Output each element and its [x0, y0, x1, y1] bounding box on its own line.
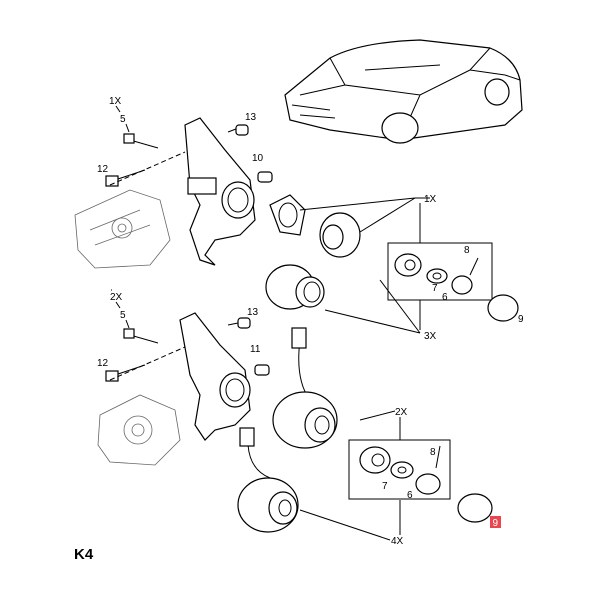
- label-bottom-bolt: 5: [120, 310, 126, 321]
- top-wheel-hub: [265, 264, 325, 310]
- diagram-code: K4: [74, 546, 94, 563]
- top-cap-9: [487, 294, 519, 322]
- top-bushing-13: [235, 124, 249, 136]
- bottom-brake-backplate: [97, 394, 181, 466]
- label-bottom-washer: 7: [382, 481, 388, 492]
- label-top-bolt: 5: [120, 114, 126, 125]
- top-caliper: [74, 189, 171, 269]
- car-illustration: [284, 39, 523, 144]
- bottom-cap-9: [457, 493, 493, 523]
- label-bottom-qty-bolt: 2X: [110, 292, 123, 303]
- highlighted-part-badge[interactable]: 9: [490, 516, 501, 529]
- top-knuckle-10: [184, 117, 273, 266]
- top-hub-bearing: [269, 194, 361, 258]
- label-bottom-cap-highlighted[interactable]: 9: [493, 518, 499, 529]
- label-top-hub-qty: 3X: [424, 331, 437, 342]
- callout-labels: 1X 5 13 10 12 1X 8 7 6 9 3X 2X 5 13 11 1…: [74, 96, 524, 563]
- label-bottom-knuckle: 11: [250, 344, 261, 355]
- label-top-knuckle: 10: [252, 153, 264, 164]
- top-repair-kit-box: [387, 242, 493, 301]
- label-bottom-nut: 6: [407, 490, 413, 501]
- bottom-bushing-13: [237, 317, 251, 329]
- label-bottom-screw: 12: [97, 358, 109, 369]
- bottom-repair-kit-box: [348, 439, 451, 500]
- bottom-hub-with-sensor-lower: [237, 427, 299, 533]
- label-top-bushing: 13: [245, 112, 257, 123]
- label-top-screw: 12: [97, 164, 109, 175]
- top-bolt-5: [123, 133, 159, 149]
- label-bottom-kit-qty: 2X: [395, 407, 408, 418]
- bottom-knuckle-11: [179, 312, 270, 441]
- label-top-kit-qty: 1X: [424, 194, 437, 205]
- label-bottom-bushing: 13: [247, 307, 259, 318]
- label-top-washer: 7: [432, 283, 438, 294]
- label-top-pin: 8: [464, 245, 470, 256]
- label-bottom-hub-qty: 4X: [391, 536, 404, 547]
- bottom-bolt-5: [123, 328, 159, 344]
- label-top-qty-bolt: 1X: [109, 96, 122, 107]
- label-top-cap: 9: [518, 314, 524, 325]
- bottom-hub-with-sensor-upper: [272, 327, 338, 449]
- label-bottom-pin: 8: [430, 447, 436, 458]
- label-top-nut: 6: [442, 292, 448, 303]
